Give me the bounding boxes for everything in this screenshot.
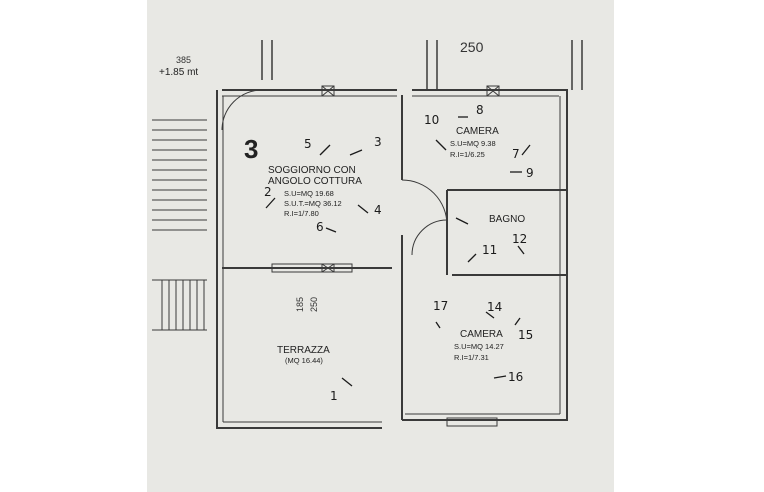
arrow-4 [357, 204, 369, 214]
marker-4: 4 [374, 203, 382, 217]
terrazza-area: (MQ 16.44) [285, 356, 323, 365]
outer-wall [222, 89, 568, 270]
marker-16: 16 [508, 370, 524, 384]
marker-12: 12 [512, 232, 528, 246]
soggiorno-ri: R.I=1/7.80 [284, 209, 319, 218]
arrow-17 [435, 321, 441, 329]
unit-number: 3 [244, 134, 259, 164]
arrow-2 [265, 197, 276, 209]
arrow-13 [455, 217, 469, 225]
arrow-10 [435, 139, 447, 151]
soggiorno-sut: S.U.T.=MQ 36.12 [284, 199, 342, 208]
camera-top-ri: R.I=1/6.25 [450, 150, 485, 159]
camera-top-su: S.U=MQ 9.38 [450, 139, 496, 148]
marker-8: 8 [476, 103, 484, 117]
arrow-5 [319, 144, 331, 156]
dimension-top-label: 250 [460, 39, 484, 55]
arrow-12 [517, 245, 525, 255]
marker-2: 2 [264, 185, 272, 199]
window-bottom [446, 417, 498, 427]
elevation-label: +1.85 mt [159, 67, 199, 78]
soggiorno-name-2: ANGOLO COTTURA [268, 176, 362, 187]
arrow-14 [485, 311, 495, 319]
marker-7: 7 [512, 147, 520, 161]
column-top-far [571, 40, 583, 90]
arrow-16 [493, 375, 507, 379]
marker-3: 3 [374, 135, 382, 149]
floor-plan-drawing [152, 40, 583, 429]
arrow-11 [467, 253, 477, 263]
marker-6: 6 [316, 220, 324, 234]
staircase [152, 119, 207, 331]
outer-wall-right [402, 270, 568, 421]
plan-sheet [147, 0, 614, 492]
column-top-left [261, 40, 273, 80]
marker-9: 9 [526, 166, 534, 180]
camera-bottom-ri: R.I=1/7.31 [454, 353, 489, 362]
arrow-15 [514, 317, 521, 326]
camera-bottom-su: S.U=MQ 14.27 [454, 342, 504, 351]
door-arc-1 [401, 179, 448, 226]
door-arc-3 [221, 89, 263, 131]
soggiorno-su: S.U=MQ 19.68 [284, 189, 334, 198]
marker-5: 5 [304, 137, 312, 151]
column-top-right [426, 40, 438, 90]
soggiorno-name-1: SOGGIORNO CON [268, 165, 356, 176]
window-1 [321, 85, 335, 97]
wall-double-bottom [223, 413, 560, 423]
bagno-name: BAGNO [489, 214, 526, 225]
marker-15: 15 [518, 328, 534, 342]
camera-bottom-name: CAMERA [460, 329, 503, 340]
arrow-7 [521, 144, 531, 156]
marker-1: 1 [330, 389, 338, 403]
door-arc-2 [411, 219, 448, 256]
arrow-6 [325, 227, 337, 233]
arrow-1 [341, 377, 353, 387]
terrazza-name: TERRAZZA [277, 345, 330, 356]
outer-wall-bottom [216, 90, 382, 429]
scale-top-label: 385 [176, 55, 192, 65]
arrow-3 [349, 149, 363, 156]
camera-top-name: CAMERA [456, 126, 499, 137]
marker-10: 10 [424, 113, 440, 127]
marker-14: 14 [487, 300, 503, 314]
sliding-door [271, 263, 353, 273]
marker-17: 17 [433, 299, 449, 313]
marker-11: 11 [482, 243, 498, 257]
window-2 [486, 85, 500, 97]
